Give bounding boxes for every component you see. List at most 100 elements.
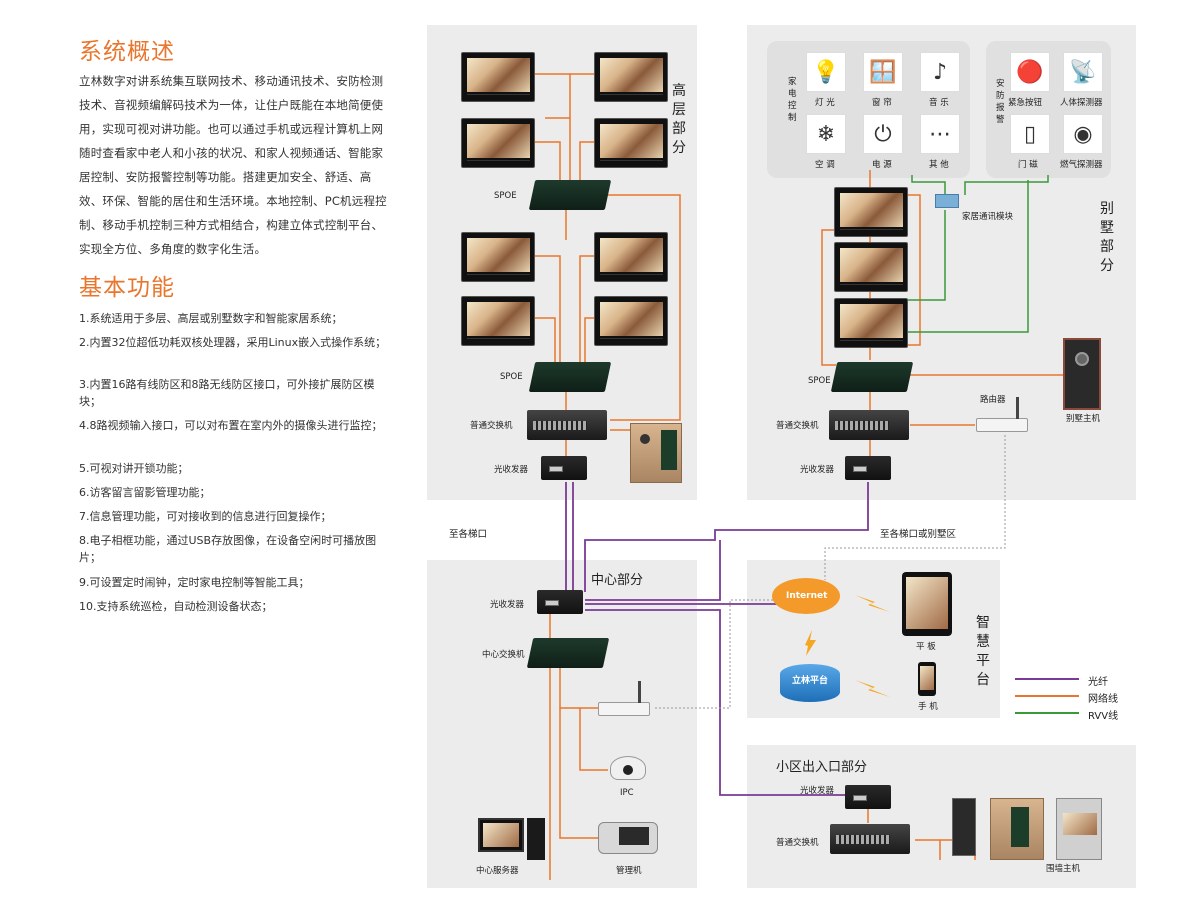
- overview-title: 系统概述: [79, 39, 175, 65]
- optical-label: 光收发器: [800, 786, 835, 796]
- legend-network-label: 网络线: [1088, 694, 1118, 705]
- appliance-label: 窗 帘: [872, 98, 892, 108]
- to-stairs-label: 至各梯口: [449, 529, 488, 540]
- tablet-label: 平 板: [916, 642, 936, 652]
- entrance-label: 小区出入口部分: [776, 760, 868, 775]
- internet-label: Internet: [786, 591, 828, 601]
- internet-cloud-icon: [772, 578, 840, 614]
- switch-device: [830, 824, 910, 854]
- optical-label: 光收发器: [800, 465, 835, 475]
- spoe-device: [528, 180, 612, 210]
- outdoor-station: [952, 798, 976, 856]
- indoor-monitor: [834, 242, 908, 292]
- optical-transceiver: [541, 456, 587, 480]
- wall-host-label: 围墙主机: [1046, 864, 1081, 874]
- door-sensor-icon: ▯: [1010, 114, 1050, 154]
- legend-rvv-label: RVV线: [1088, 711, 1119, 722]
- router-label: 路由器: [980, 395, 1006, 405]
- villa-label: 别墅部分: [1100, 201, 1114, 274]
- management-console: [598, 822, 658, 854]
- legend-fiber-line: [1015, 678, 1079, 680]
- wall-host-device: [1056, 798, 1102, 860]
- optical-label: 光收发器: [494, 465, 529, 475]
- function-item: 2.内置32位超低功耗双核处理器，采用Linux嵌入式操作系统；: [79, 336, 387, 349]
- indoor-monitor: [594, 52, 668, 102]
- function-item: 9.可设置定时闹钟，定时家电控制等智能工具；: [79, 576, 310, 589]
- indoor-monitor: [461, 52, 535, 102]
- spoe-label: SPOE: [500, 372, 523, 382]
- appliance-control-label: 家电控制: [788, 77, 797, 123]
- security-label: 门 磁: [1018, 160, 1038, 170]
- phone-icon: [918, 662, 936, 696]
- function-item: 1.系统适用于多层、高层或别墅数字和智能家居系统；: [79, 312, 343, 325]
- indoor-monitor: [594, 118, 668, 168]
- outdoor-station: [990, 798, 1044, 860]
- optical-transceiver: [845, 456, 891, 480]
- switch-label: 普通交换机: [776, 421, 819, 431]
- security-label: 人体探测器: [1060, 98, 1103, 108]
- function-item: 5.可视对讲开锁功能；: [79, 462, 189, 475]
- optical-label: 光收发器: [490, 600, 525, 610]
- center-server-monitor: [478, 818, 524, 852]
- spoe-device: [528, 362, 612, 392]
- door-station: [630, 423, 682, 483]
- music-icon: ♪: [920, 52, 960, 92]
- home-module-device: [935, 194, 959, 208]
- power-socket-icon: ⏻: [863, 114, 903, 154]
- air-conditioner-icon: ❄: [806, 114, 846, 154]
- ipc-label: IPC: [620, 788, 634, 798]
- legend-network-line: [1015, 695, 1079, 697]
- function-item: 8.电子相框功能，通过USB存放图像，在设备空闲时可播放图片；: [79, 534, 377, 564]
- spoe-label: SPOE: [494, 191, 517, 201]
- indoor-monitor: [461, 118, 535, 168]
- security-alarm-label: 安防报警: [996, 79, 1005, 125]
- spoe-label: SPOE: [808, 376, 831, 386]
- optical-transceiver: [845, 785, 891, 809]
- switch-label: 普通交换机: [470, 421, 513, 431]
- function-item: 10.支持系统巡检，自动检测设备状态；: [79, 600, 273, 613]
- appliance-label: 空 调: [815, 160, 835, 170]
- villa-host-label: 别墅主机: [1066, 414, 1101, 424]
- functions-title: 基本功能: [79, 275, 175, 301]
- switch-device: [527, 410, 607, 440]
- center-server-label: 中心服务器: [476, 866, 519, 876]
- security-label: 紧急按钮: [1008, 98, 1043, 108]
- router-device: [598, 681, 650, 716]
- overview-text: 立林数字对讲系统集互联网技术、移动通讯技术、安防检测技术、音视频编解码技术为一体…: [79, 74, 387, 256]
- function-item: 3.内置16路有线防区和8路无线防区接口，可外接扩展防区模块；: [79, 378, 375, 408]
- center-switch-device: [526, 638, 610, 668]
- gas-detector-icon: ◉: [1063, 114, 1103, 154]
- legend-fiber-label: 光纤: [1088, 677, 1108, 688]
- indoor-monitor: [594, 296, 668, 346]
- legend-rvv-line: [1015, 712, 1079, 714]
- platform-database-icon: [780, 664, 840, 702]
- switch-device: [829, 410, 909, 440]
- manager-label: 管理机: [616, 866, 642, 876]
- appliance-label: 其 他: [929, 160, 949, 170]
- indoor-monitor: [461, 232, 535, 282]
- smart-platform-label: 智慧平台: [976, 615, 990, 688]
- indoor-monitor: [834, 187, 908, 237]
- function-item: 7.信息管理功能，可对接收到的信息进行回复操作；: [79, 510, 332, 523]
- other-icon: ⋯: [920, 114, 960, 154]
- router-device: [976, 397, 1028, 432]
- function-item: 4.8路视频输入接口，可以对布置在室内外的摄像头进行监控；: [79, 419, 383, 432]
- switch-label: 普通交换机: [776, 838, 819, 848]
- phone-label: 手 机: [918, 702, 938, 712]
- indoor-monitor: [594, 232, 668, 282]
- platform-label: 立林平台: [792, 676, 829, 686]
- server-tower: [527, 818, 545, 860]
- center-label: 中心部分: [591, 573, 644, 588]
- light-icon: 💡: [806, 52, 846, 92]
- security-label: 燃气探测器: [1060, 160, 1103, 170]
- optical-transceiver: [537, 590, 583, 614]
- curtain-icon: 🪟: [863, 52, 903, 92]
- indoor-monitor: [834, 298, 908, 348]
- appliance-label: 灯 光: [815, 98, 835, 108]
- indoor-monitor: [461, 296, 535, 346]
- tablet-icon: [902, 572, 952, 636]
- home-module-label: 家居通讯模块: [962, 212, 1014, 222]
- motion-detector-icon: 📡: [1063, 52, 1103, 92]
- center-switch-label: 中心交换机: [482, 650, 525, 660]
